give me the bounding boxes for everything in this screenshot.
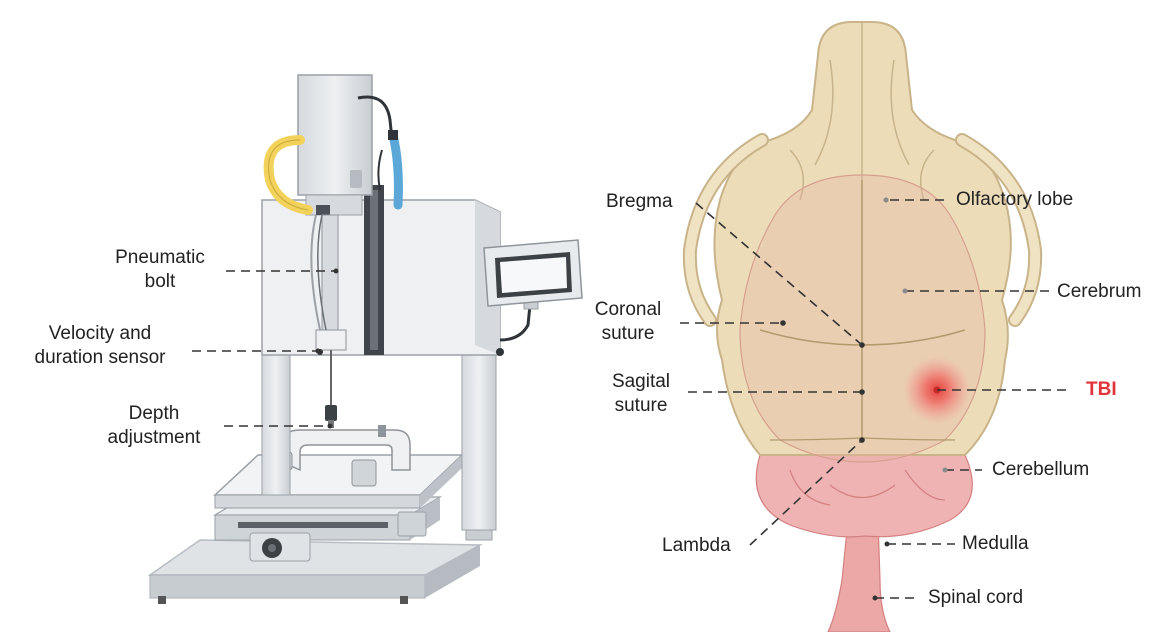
label-sagital-suture: Sagital suture <box>596 370 686 418</box>
label-coronal-suture-line1: Coronal <box>580 298 676 322</box>
label-cerebellum: Cerebellum <box>992 458 1089 482</box>
label-olfactory-lobe: Olfactory lobe <box>956 188 1073 212</box>
left-column <box>262 345 290 495</box>
label-tbi: TBI <box>1086 378 1117 402</box>
label-sagital-suture-line2: suture <box>596 394 686 418</box>
sample-platform <box>215 455 462 495</box>
label-spinal-cord: Spinal cord <box>928 586 1023 610</box>
impactor-device <box>150 75 582 604</box>
label-coronal-suture: Coronal suture <box>580 298 676 346</box>
label-depth-adjustment: Depth adjustment <box>86 402 222 450</box>
label-velocity-sensor-line1: Velocity and <box>6 322 194 346</box>
label-velocity-sensor: Velocity and duration sensor <box>6 322 194 370</box>
label-bregma: Bregma <box>606 190 673 214</box>
device-base <box>150 540 480 575</box>
label-medulla: Medulla <box>962 532 1029 556</box>
label-pneumatic-bolt-line2: bolt <box>100 270 220 294</box>
label-depth-adjustment-line1: Depth <box>86 402 222 426</box>
label-coronal-suture-line2: suture <box>580 322 676 346</box>
right-column <box>462 345 496 530</box>
label-sagital-suture-line1: Sagital <box>596 370 686 394</box>
label-velocity-sensor-line2: duration sensor <box>6 346 194 370</box>
label-depth-adjustment-line2: adjustment <box>86 426 222 450</box>
label-pneumatic-bolt: Pneumatic bolt <box>100 246 220 294</box>
blue-hose <box>393 135 398 205</box>
label-cerebrum: Cerebrum <box>1057 280 1141 304</box>
label-lambda: Lambda <box>662 534 731 558</box>
label-pneumatic-bolt-line1: Pneumatic <box>100 246 220 270</box>
cerebellum <box>756 455 972 537</box>
